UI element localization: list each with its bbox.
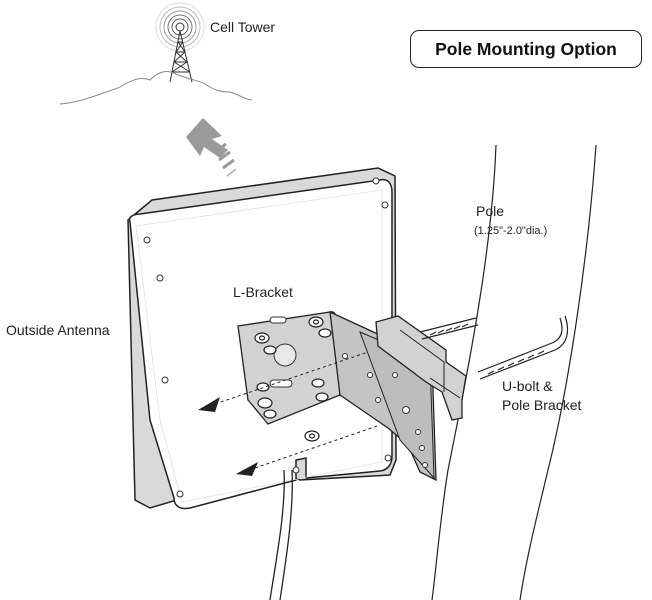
pole-size-label: (1.25"-2.0"dia.): [474, 225, 548, 237]
bracket-bolts: [254, 316, 332, 442]
cell-tower-label: Cell Tower: [210, 19, 276, 35]
cell-tower-icon: [155, 2, 205, 83]
mountain-line: [59, 71, 253, 105]
antenna-face-inner: [135, 189, 383, 503]
pole-bracket-fold: [399, 329, 461, 399]
diagram-title: Pole Mounting Option: [435, 38, 617, 59]
guide-arrowhead-1: [198, 397, 220, 412]
guide-arrows: [214, 351, 381, 469]
antenna-cable: [269, 469, 293, 600]
outside-antenna-label: Outside Antenna: [6, 322, 110, 338]
u-bolt: [419, 315, 569, 380]
u-bolt-label: U-bolt &: [502, 378, 553, 394]
title-box: Pole Mounting Option: [410, 30, 642, 68]
pole-bracket-label: Pole Bracket: [502, 397, 582, 413]
guide-arrowhead-2: [236, 462, 258, 476]
pole-label: Pole: [476, 203, 505, 219]
pole: [431, 144, 597, 600]
signal-arrow: [186, 118, 237, 177]
pole-bracket: [375, 315, 467, 421]
l-bracket-label: L-Bracket: [233, 284, 293, 300]
bracket-holes: [269, 316, 428, 468]
